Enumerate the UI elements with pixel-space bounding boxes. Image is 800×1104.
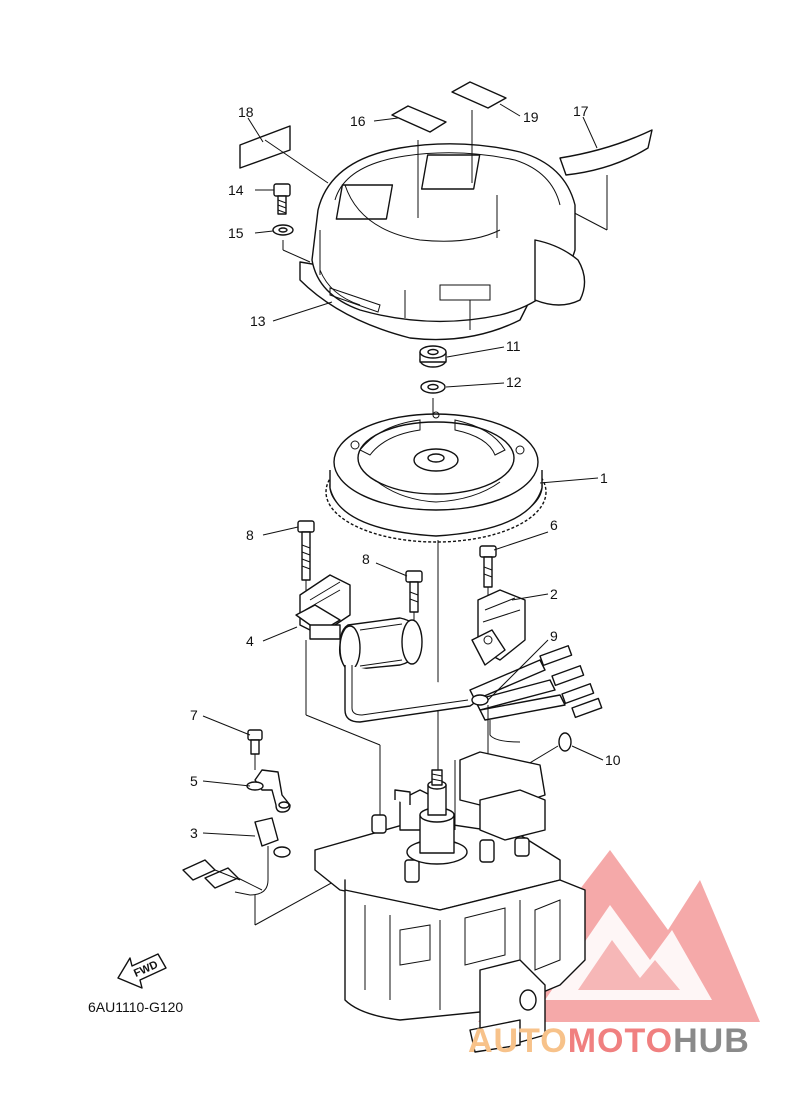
callout-6: 6: [550, 517, 558, 533]
bracket-5: [246, 769, 291, 813]
engine-block: [314, 751, 586, 1053]
watermark-text: AUTOMOTOHUB: [468, 1022, 750, 1060]
decal-16: [391, 105, 447, 133]
callout-5: 5: [190, 773, 198, 789]
bolt-7: [247, 729, 263, 770]
callout-12: 12: [506, 374, 522, 390]
thermo-sensor-3: [182, 817, 291, 896]
flywheel-magneto-1: [325, 411, 547, 543]
pulser-coil-2: [471, 589, 526, 666]
callout-labels: 1 2 3 4 5 6 7 8 8 9 10 11 12 13 14 15 16…: [190, 103, 621, 841]
callout-15: 15: [228, 225, 244, 241]
callout-11: 11: [506, 338, 521, 354]
watermark-auto: AUTO: [468, 1022, 568, 1060]
callout-16: 16: [350, 113, 366, 129]
flywheel-cover-13: [299, 110, 586, 341]
bolt-8-left: [297, 520, 315, 600]
callout-7: 7: [190, 707, 198, 723]
callout-2: 2: [550, 586, 558, 602]
forward-direction-arrow: FWD: [117, 953, 167, 989]
callout-9: 9: [550, 628, 558, 644]
bolt-8-middle: [405, 570, 423, 625]
bolt-6: [479, 545, 497, 600]
callout-14: 14: [228, 182, 244, 198]
bolt-14: [273, 183, 291, 215]
callout-17: 17: [573, 103, 589, 119]
nut-11: [419, 345, 447, 368]
decal-18: [239, 125, 329, 184]
decal-17: [539, 129, 653, 231]
assembly-leader-lines: [254, 640, 381, 926]
callout-10: 10: [605, 752, 621, 768]
decal-19: [451, 81, 507, 109]
washer-12: [420, 380, 446, 394]
callout-4: 4: [246, 633, 254, 649]
callout-8-left: 8: [246, 527, 254, 543]
charge-coil-4: [295, 574, 481, 723]
callout-3: 3: [190, 825, 198, 841]
washer-15: [272, 224, 311, 263]
callout-1: 1: [600, 470, 608, 486]
callout-leaders: [202, 103, 604, 837]
watermark-hub: HUB: [673, 1022, 750, 1060]
callout-13: 13: [250, 313, 266, 329]
callout-8-middle: 8: [362, 551, 370, 567]
callout-19: 19: [523, 109, 539, 125]
diagram-code: 6AU1110-G120: [88, 999, 183, 1015]
callout-18: 18: [238, 104, 254, 120]
svg-text:AUTOMOTOHUB: AUTOMOTOHUB: [468, 1022, 750, 1060]
watermark-moto: MOTO: [568, 1022, 673, 1060]
